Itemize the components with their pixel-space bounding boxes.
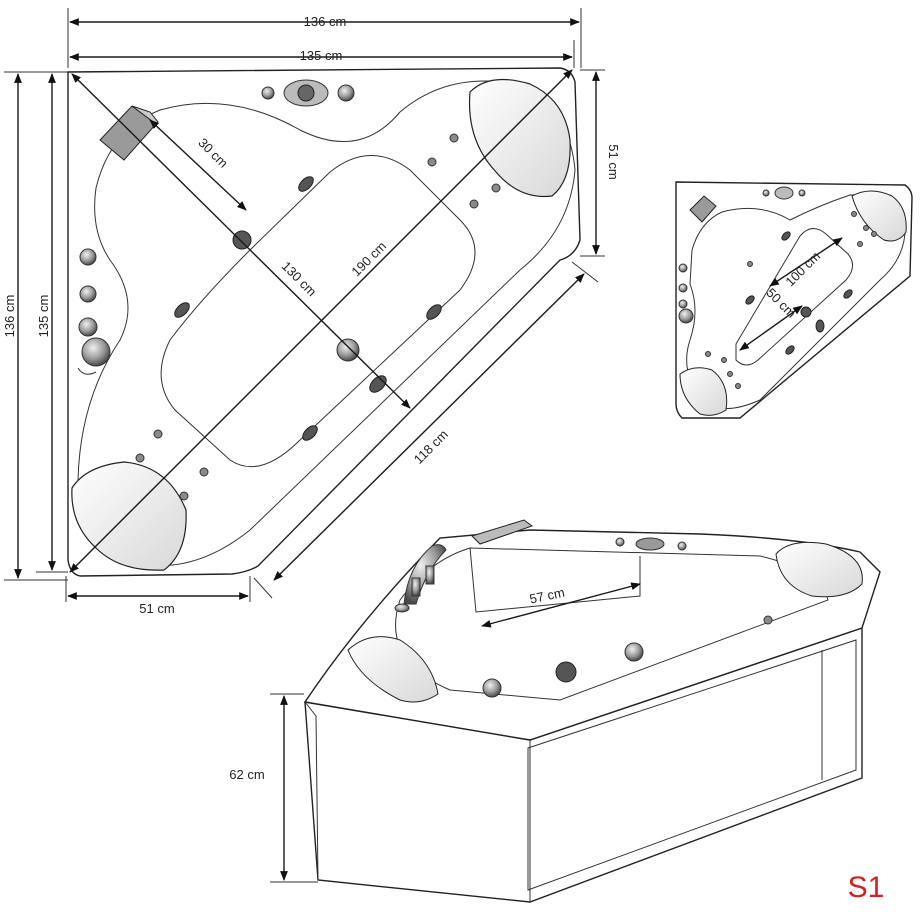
front-panel-inset bbox=[527, 639, 857, 891]
perspective-control-panel bbox=[615, 537, 687, 551]
model-code: S1 bbox=[848, 871, 885, 904]
dim-recess: 57 cm bbox=[528, 585, 566, 607]
dim-height-inner: 135 cm bbox=[36, 295, 51, 338]
top-view-dimension-lines bbox=[4, 8, 605, 602]
perspective-rim bbox=[303, 529, 881, 741]
dim-height: 62 cm bbox=[229, 767, 264, 782]
small-view: 100 cm 50 cm bbox=[675, 181, 913, 419]
small-view-basin-floor bbox=[735, 228, 853, 366]
dim-height-outer: 136 cm bbox=[2, 295, 17, 338]
dim-front-edge: 118 cm bbox=[411, 427, 451, 467]
small-view-tub-outline bbox=[675, 181, 913, 419]
perspective-headrest-back bbox=[775, 541, 863, 598]
perspective-taps bbox=[394, 544, 447, 613]
top-view: 136 cm 135 cm 136 cm 135 cm 51 cm 51 cm … bbox=[2, 8, 621, 616]
perspective-headrest-front bbox=[347, 636, 439, 703]
small-headrest-top bbox=[851, 190, 907, 242]
small-waterfall-spout bbox=[689, 195, 717, 223]
perspective-view: 62 cm 57 cm bbox=[229, 519, 881, 903]
perspective-dimension-lines bbox=[270, 582, 641, 883]
left-panel-edge bbox=[304, 701, 319, 881]
perspective-jets bbox=[482, 615, 773, 698]
dim-bottom-side: 51 cm bbox=[139, 601, 174, 616]
dim-width-inner: 135 cm bbox=[300, 48, 343, 63]
small-control-panel bbox=[762, 186, 806, 200]
small-side-fittings bbox=[678, 263, 694, 324]
perspective-waterfall bbox=[471, 519, 534, 545]
dim-width-outer: 136 cm bbox=[304, 14, 347, 29]
dim-right-side: 51 cm bbox=[606, 144, 621, 179]
small-view-dimension-lines bbox=[739, 237, 843, 351]
small-headrest-bottom bbox=[679, 367, 728, 416]
